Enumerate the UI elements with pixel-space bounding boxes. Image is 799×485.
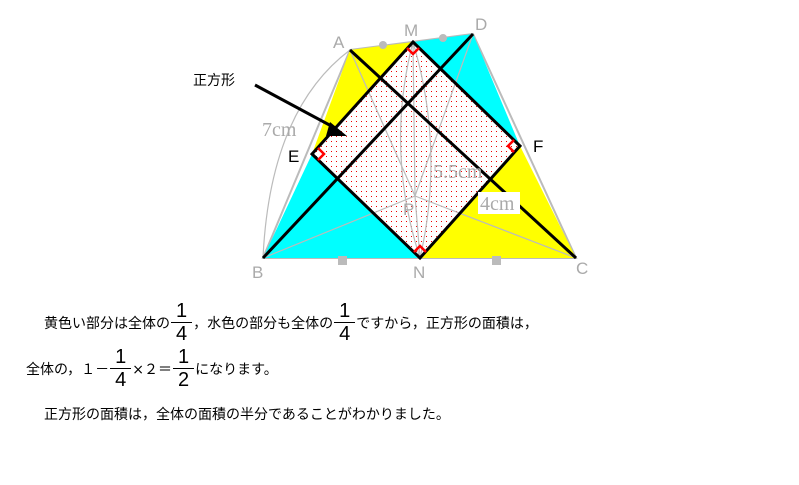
numerator: 1	[171, 300, 193, 323]
point-c: C	[576, 259, 588, 278]
point-f: F	[533, 137, 543, 156]
point-p: P	[403, 200, 414, 219]
numerator: 1	[173, 346, 195, 369]
point-b: B	[252, 263, 263, 282]
text: 黄色い部分は全体の	[44, 315, 170, 332]
construction-lines	[262, 33, 577, 259]
explanation-line-3: 正方形の面積は，全体の面積の半分であることがわかりました。	[44, 407, 450, 423]
denominator: 4	[339, 323, 351, 345]
tick-marks	[338, 34, 501, 265]
point-n: N	[413, 263, 425, 282]
right-angle-marks	[317, 47, 515, 253]
text: ですから，正方形の面積は，	[356, 315, 538, 332]
text: になります。	[195, 361, 278, 378]
text: 全体の，１－	[26, 361, 110, 378]
black-lines	[261, 32, 578, 261]
label-square: 正方形	[193, 73, 235, 89]
arrow-head-icon	[326, 122, 347, 136]
measure-4cm: 4cm	[480, 193, 515, 215]
measure-5-5cm: 5.5cm	[433, 161, 483, 183]
point-m: M	[404, 21, 418, 40]
arrow-line	[254, 83, 336, 130]
denominator: 4	[115, 369, 127, 391]
text: ，水色の部分も全体の	[193, 315, 334, 332]
numerator: 1	[110, 346, 132, 369]
point-a: A	[333, 33, 345, 52]
numerator: 1	[334, 300, 356, 323]
measure-7cm: 7cm	[262, 119, 297, 141]
denominator: 4	[176, 323, 188, 345]
point-d: D	[475, 15, 487, 34]
point-e: E	[288, 147, 299, 166]
cyan-region-bottom-left	[263, 154, 420, 258]
text: ×２＝	[132, 361, 173, 378]
denominator: 2	[178, 369, 190, 391]
trapezoid-diagram: 正方形 A M D B N C P E F 7cm 5.5cm 4cm	[193, 15, 588, 282]
